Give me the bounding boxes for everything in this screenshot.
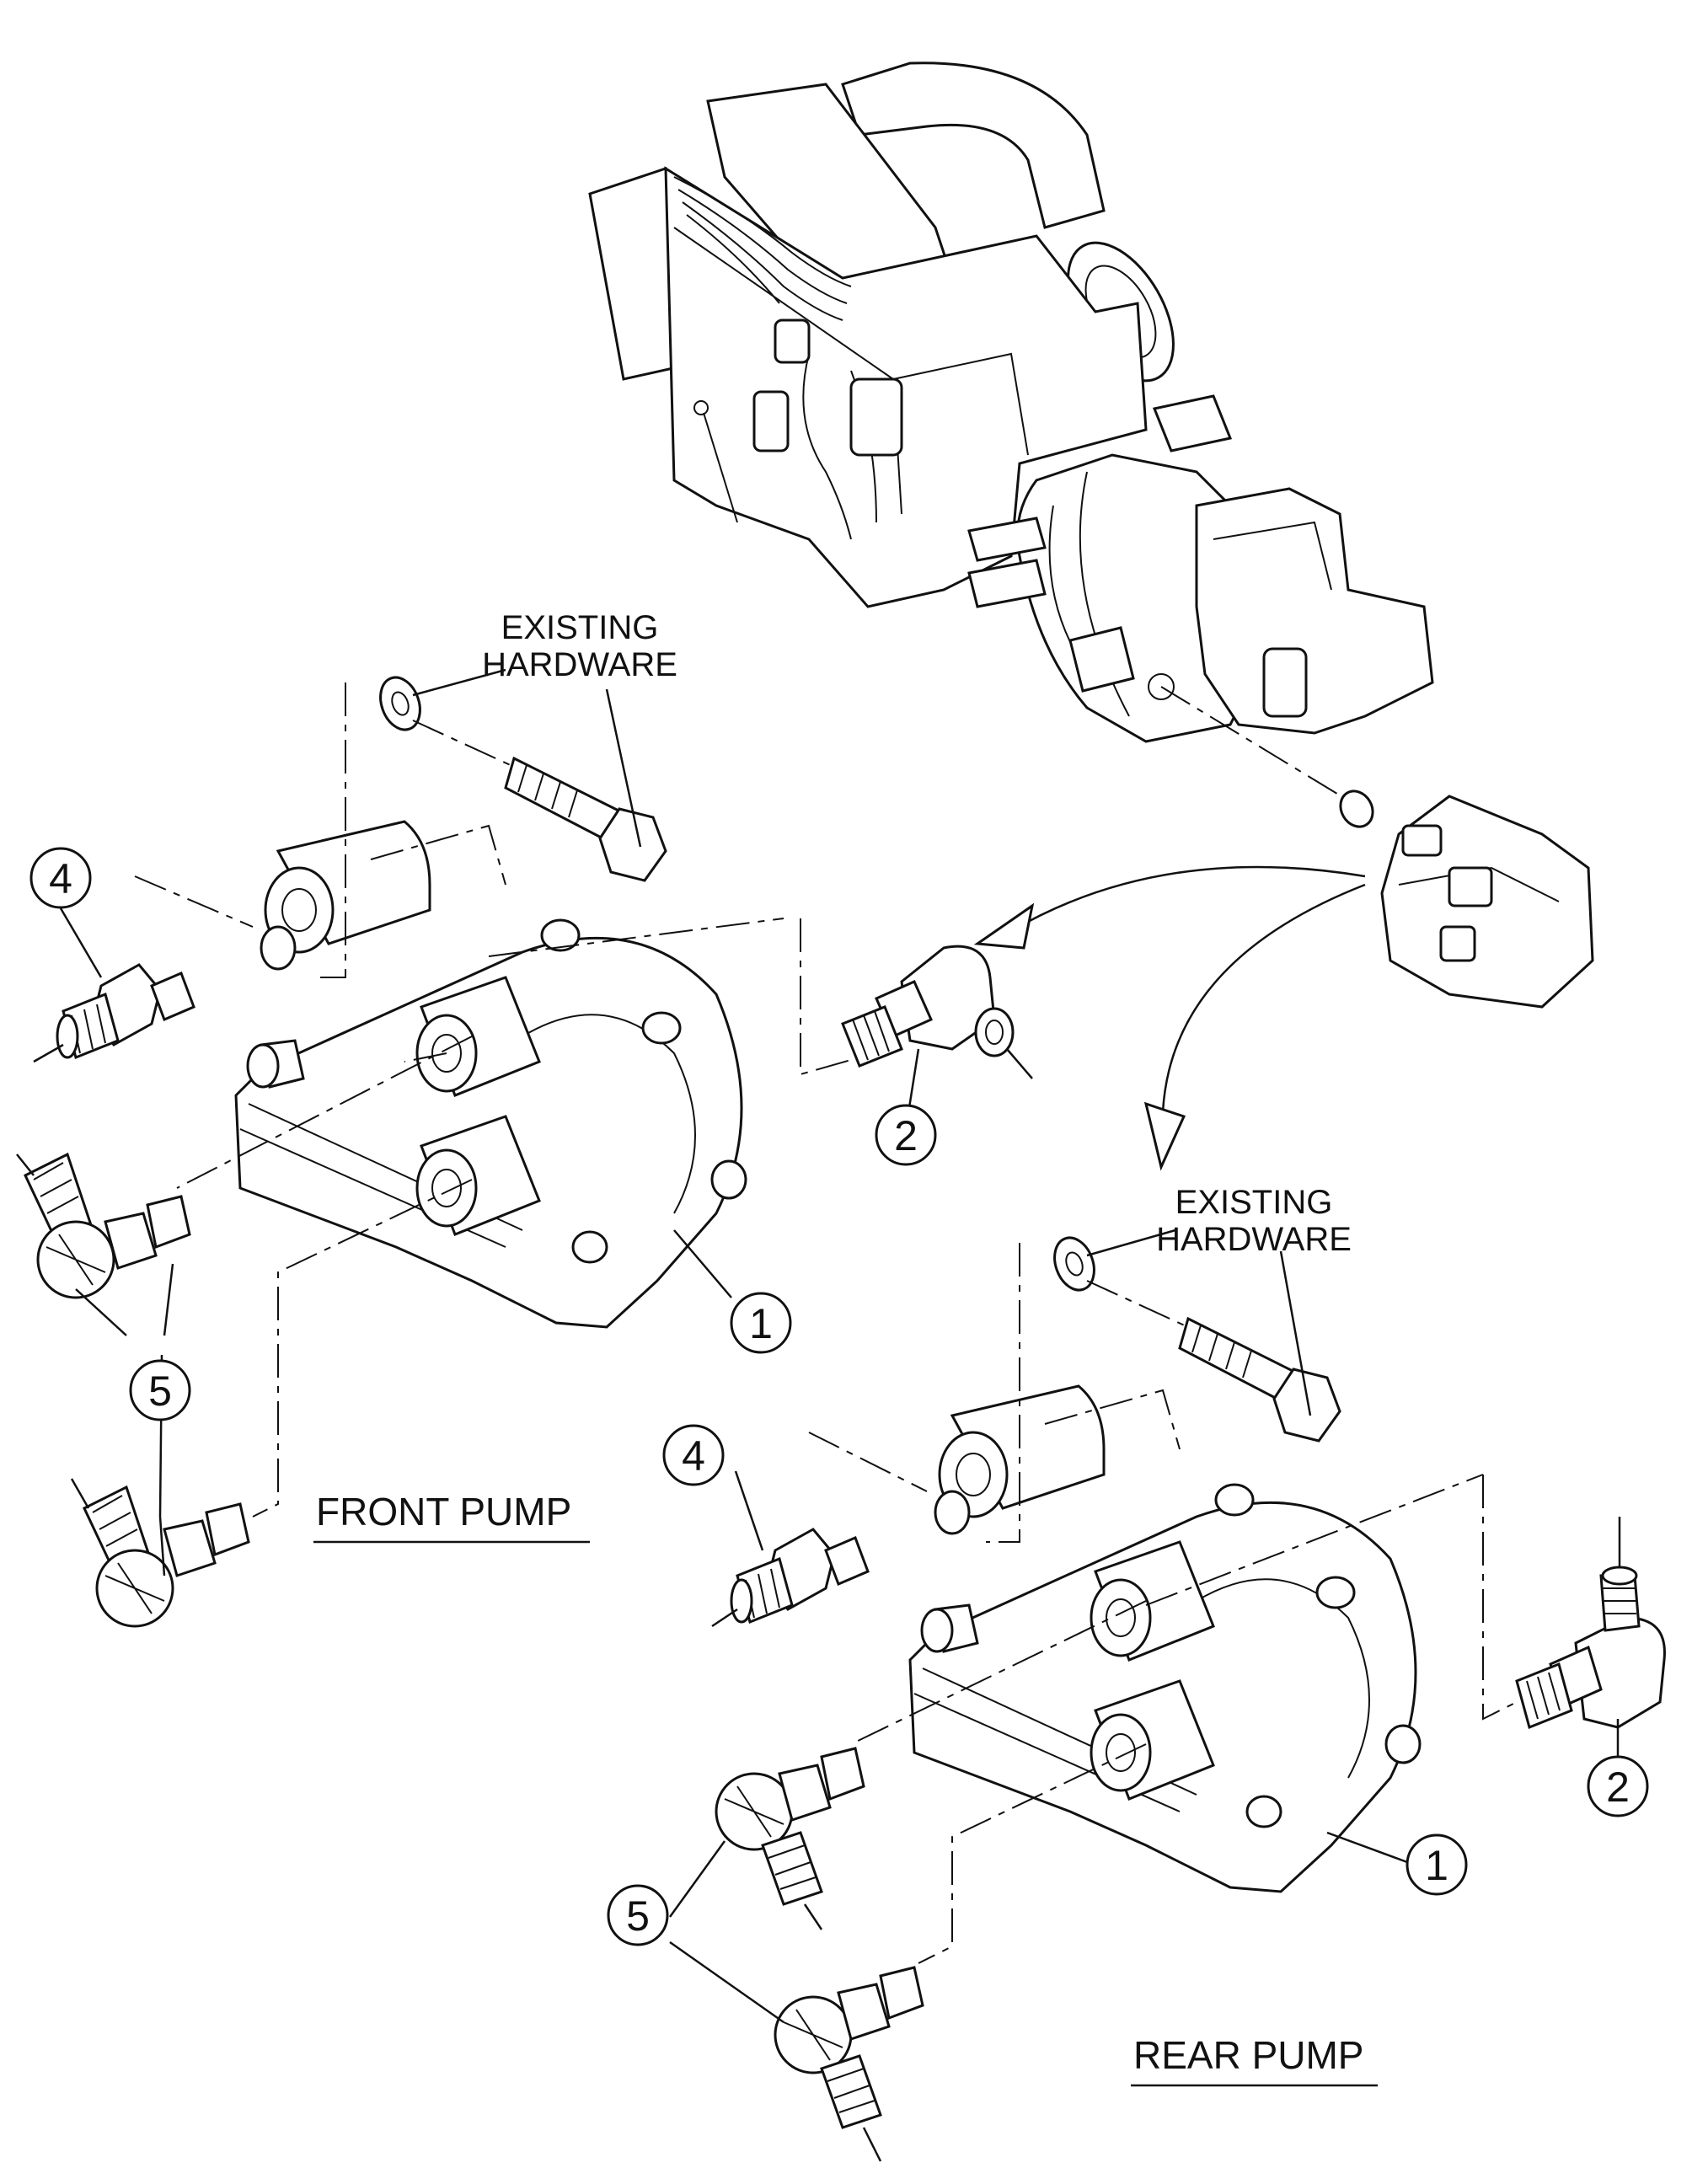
rear-callout-1: 1 bbox=[1425, 1842, 1448, 1889]
direction-arrows bbox=[973, 865, 1366, 1171]
rear-hose-elbow-upper bbox=[715, 1747, 865, 1930]
rear-existing-hardware-line2: HARDWARE bbox=[1156, 1221, 1352, 1258]
front-washer bbox=[379, 676, 421, 731]
front-fitting-4 bbox=[33, 963, 195, 1063]
small-pump bbox=[1380, 795, 1594, 1009]
rear-callout-5: 5 bbox=[626, 1892, 650, 1940]
rear-fitting-2 bbox=[1515, 1517, 1666, 1730]
front-existing-hardware-line1: EXISTING bbox=[501, 609, 659, 646]
rear-callout-4: 4 bbox=[682, 1432, 705, 1480]
rear-pump-title: REAR PUMP bbox=[1133, 2033, 1363, 2077]
rear-callout-2: 2 bbox=[1606, 1764, 1630, 1811]
rear-washer bbox=[1053, 1236, 1095, 1292]
rear-fitting-4 bbox=[711, 1528, 870, 1628]
rear-existing-hardware-line1: EXISTING bbox=[1175, 1184, 1333, 1221]
front-hose-elbow-lower bbox=[70, 1478, 250, 1628]
front-pump-group bbox=[134, 676, 860, 1518]
front-callout-2: 2 bbox=[894, 1112, 918, 1159]
front-hose-elbow-upper bbox=[16, 1152, 191, 1299]
callout-bubbles: 4 2 1 5 4 2 1 5 bbox=[29, 847, 1649, 1946]
rear-hose-elbow-lower bbox=[774, 1966, 924, 2162]
o-ring bbox=[1339, 790, 1374, 828]
rear-pump-group bbox=[808, 1236, 1518, 1964]
leader-lines bbox=[59, 668, 1620, 2024]
front-fitting-2 bbox=[841, 945, 1033, 1079]
front-pump-title: FRONT PUMP bbox=[316, 1490, 571, 1534]
front-callout-5: 5 bbox=[148, 1368, 172, 1415]
engine-axis-line bbox=[1160, 686, 1349, 801]
engine-assembly bbox=[588, 62, 1434, 743]
front-callout-1: 1 bbox=[749, 1300, 773, 1347]
front-callout-4: 4 bbox=[49, 855, 72, 902]
front-existing-hardware-line2: HARDWARE bbox=[482, 646, 677, 683]
